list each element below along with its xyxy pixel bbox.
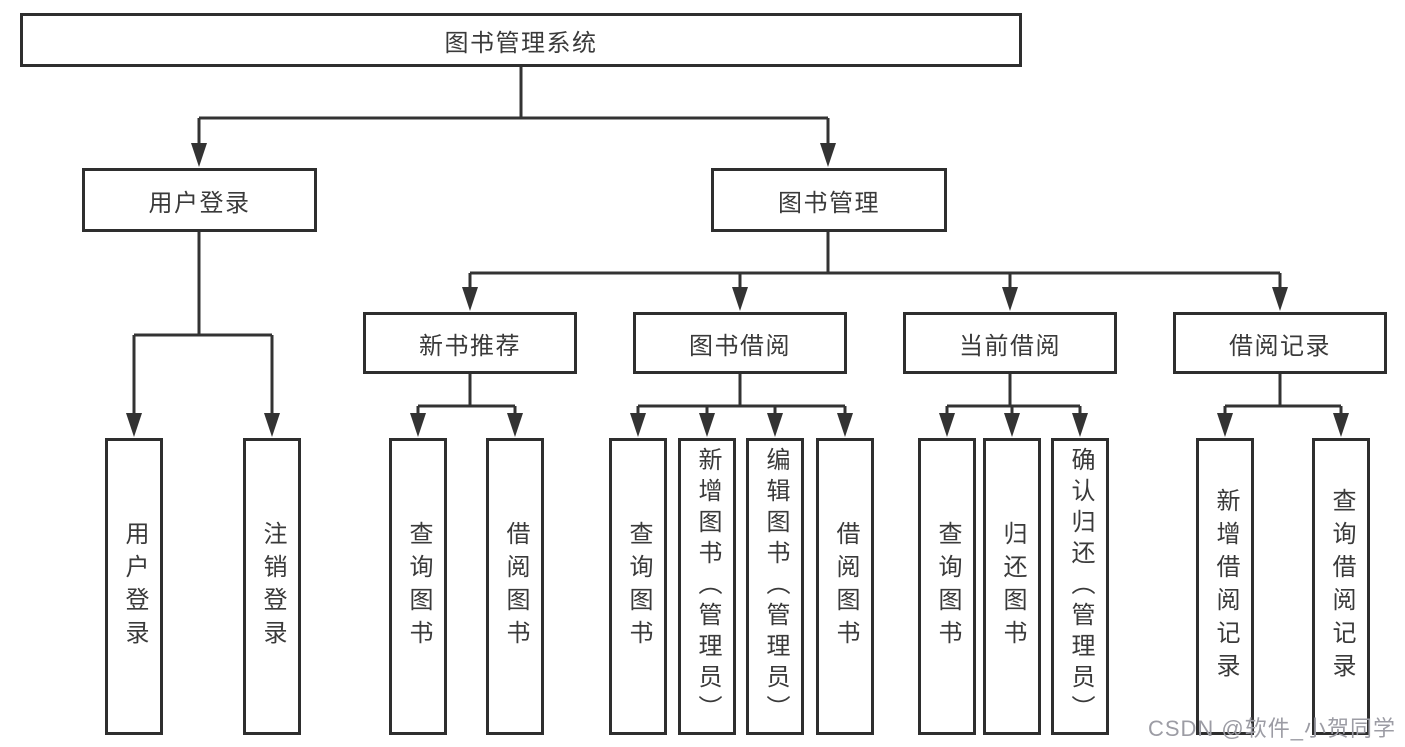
node-label: 图书管理 xyxy=(778,189,880,217)
leaf-borrow-edit-books-admin: 编辑图书（管理员） xyxy=(746,438,804,735)
node-label: 用户登录 xyxy=(121,520,148,653)
leaf-record-query-borrow-record: 查询借阅记录 xyxy=(1312,438,1370,735)
node-label: 借阅图书 xyxy=(502,520,529,653)
node-label: 注销登录 xyxy=(259,520,286,653)
leaf-current-return-books: 归还图书 xyxy=(983,438,1041,735)
node-label: 借阅记录 xyxy=(1229,332,1331,360)
node-label: 归还图书 xyxy=(999,520,1026,653)
leaf-user-login: 用户登录 xyxy=(105,438,163,735)
leaf-newbook-query-books: 查询图书 xyxy=(389,438,447,735)
node-label: 图书管理系统 xyxy=(444,29,598,57)
node-book-management: 图书管理 xyxy=(711,168,947,232)
node-label: 确认归还（管理员） xyxy=(1067,447,1094,726)
leaf-borrow-borrow-books: 借阅图书 xyxy=(816,438,874,735)
node-label: 查询图书 xyxy=(934,520,961,653)
node-label: 查询图书 xyxy=(625,520,652,653)
leaf-borrow-query-books: 查询图书 xyxy=(609,438,667,735)
node-new-book-recommend: 新书推荐 xyxy=(363,312,577,374)
leaf-current-query-books: 查询图书 xyxy=(918,438,976,735)
node-label: 编辑图书（管理员） xyxy=(762,447,789,726)
node-label: 用户登录 xyxy=(148,189,251,217)
arrowheads xyxy=(126,143,1349,437)
node-label: 查询借阅记录 xyxy=(1328,487,1355,686)
node-label: 借阅图书 xyxy=(832,520,859,653)
leaf-current-confirm-return-admin: 确认归还（管理员） xyxy=(1051,438,1109,735)
leaf-record-add-borrow-record: 新增借阅记录 xyxy=(1196,438,1254,735)
node-current-borrow: 当前借阅 xyxy=(903,312,1117,374)
csdn-watermark: CSDN @软件_小贺同学 xyxy=(1147,716,1396,741)
node-label: 新书推荐 xyxy=(419,332,521,360)
node-label: 图书借阅 xyxy=(689,332,791,360)
node-label: 新增借阅记录 xyxy=(1212,487,1239,686)
node-library-system: 图书管理系统 xyxy=(20,13,1022,67)
node-book-borrow: 图书借阅 xyxy=(633,312,847,374)
node-label: 当前借阅 xyxy=(959,332,1061,360)
leaf-logout: 注销登录 xyxy=(243,438,301,735)
node-label: 查询图书 xyxy=(405,520,432,653)
node-borrow-record: 借阅记录 xyxy=(1173,312,1387,374)
leaf-borrow-add-books-admin: 新增图书（管理员） xyxy=(678,438,736,735)
leaf-newbook-borrow-books: 借阅图书 xyxy=(486,438,544,735)
node-user-login: 用户登录 xyxy=(82,168,317,232)
node-label: 新增图书（管理员） xyxy=(694,447,721,726)
